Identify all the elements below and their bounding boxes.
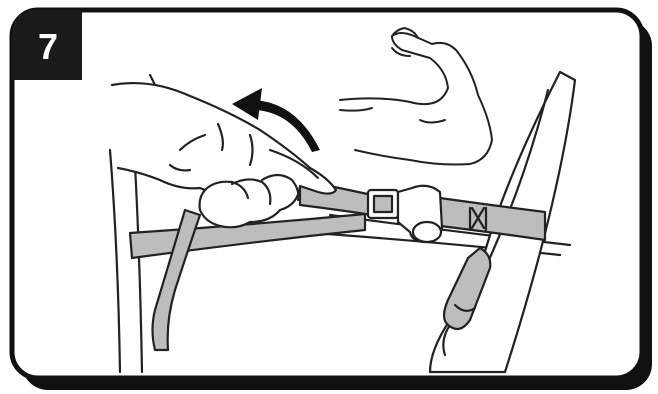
connector-knob <box>413 222 441 242</box>
step-number: 7 <box>14 14 82 80</box>
buckle-slot <box>374 196 392 212</box>
